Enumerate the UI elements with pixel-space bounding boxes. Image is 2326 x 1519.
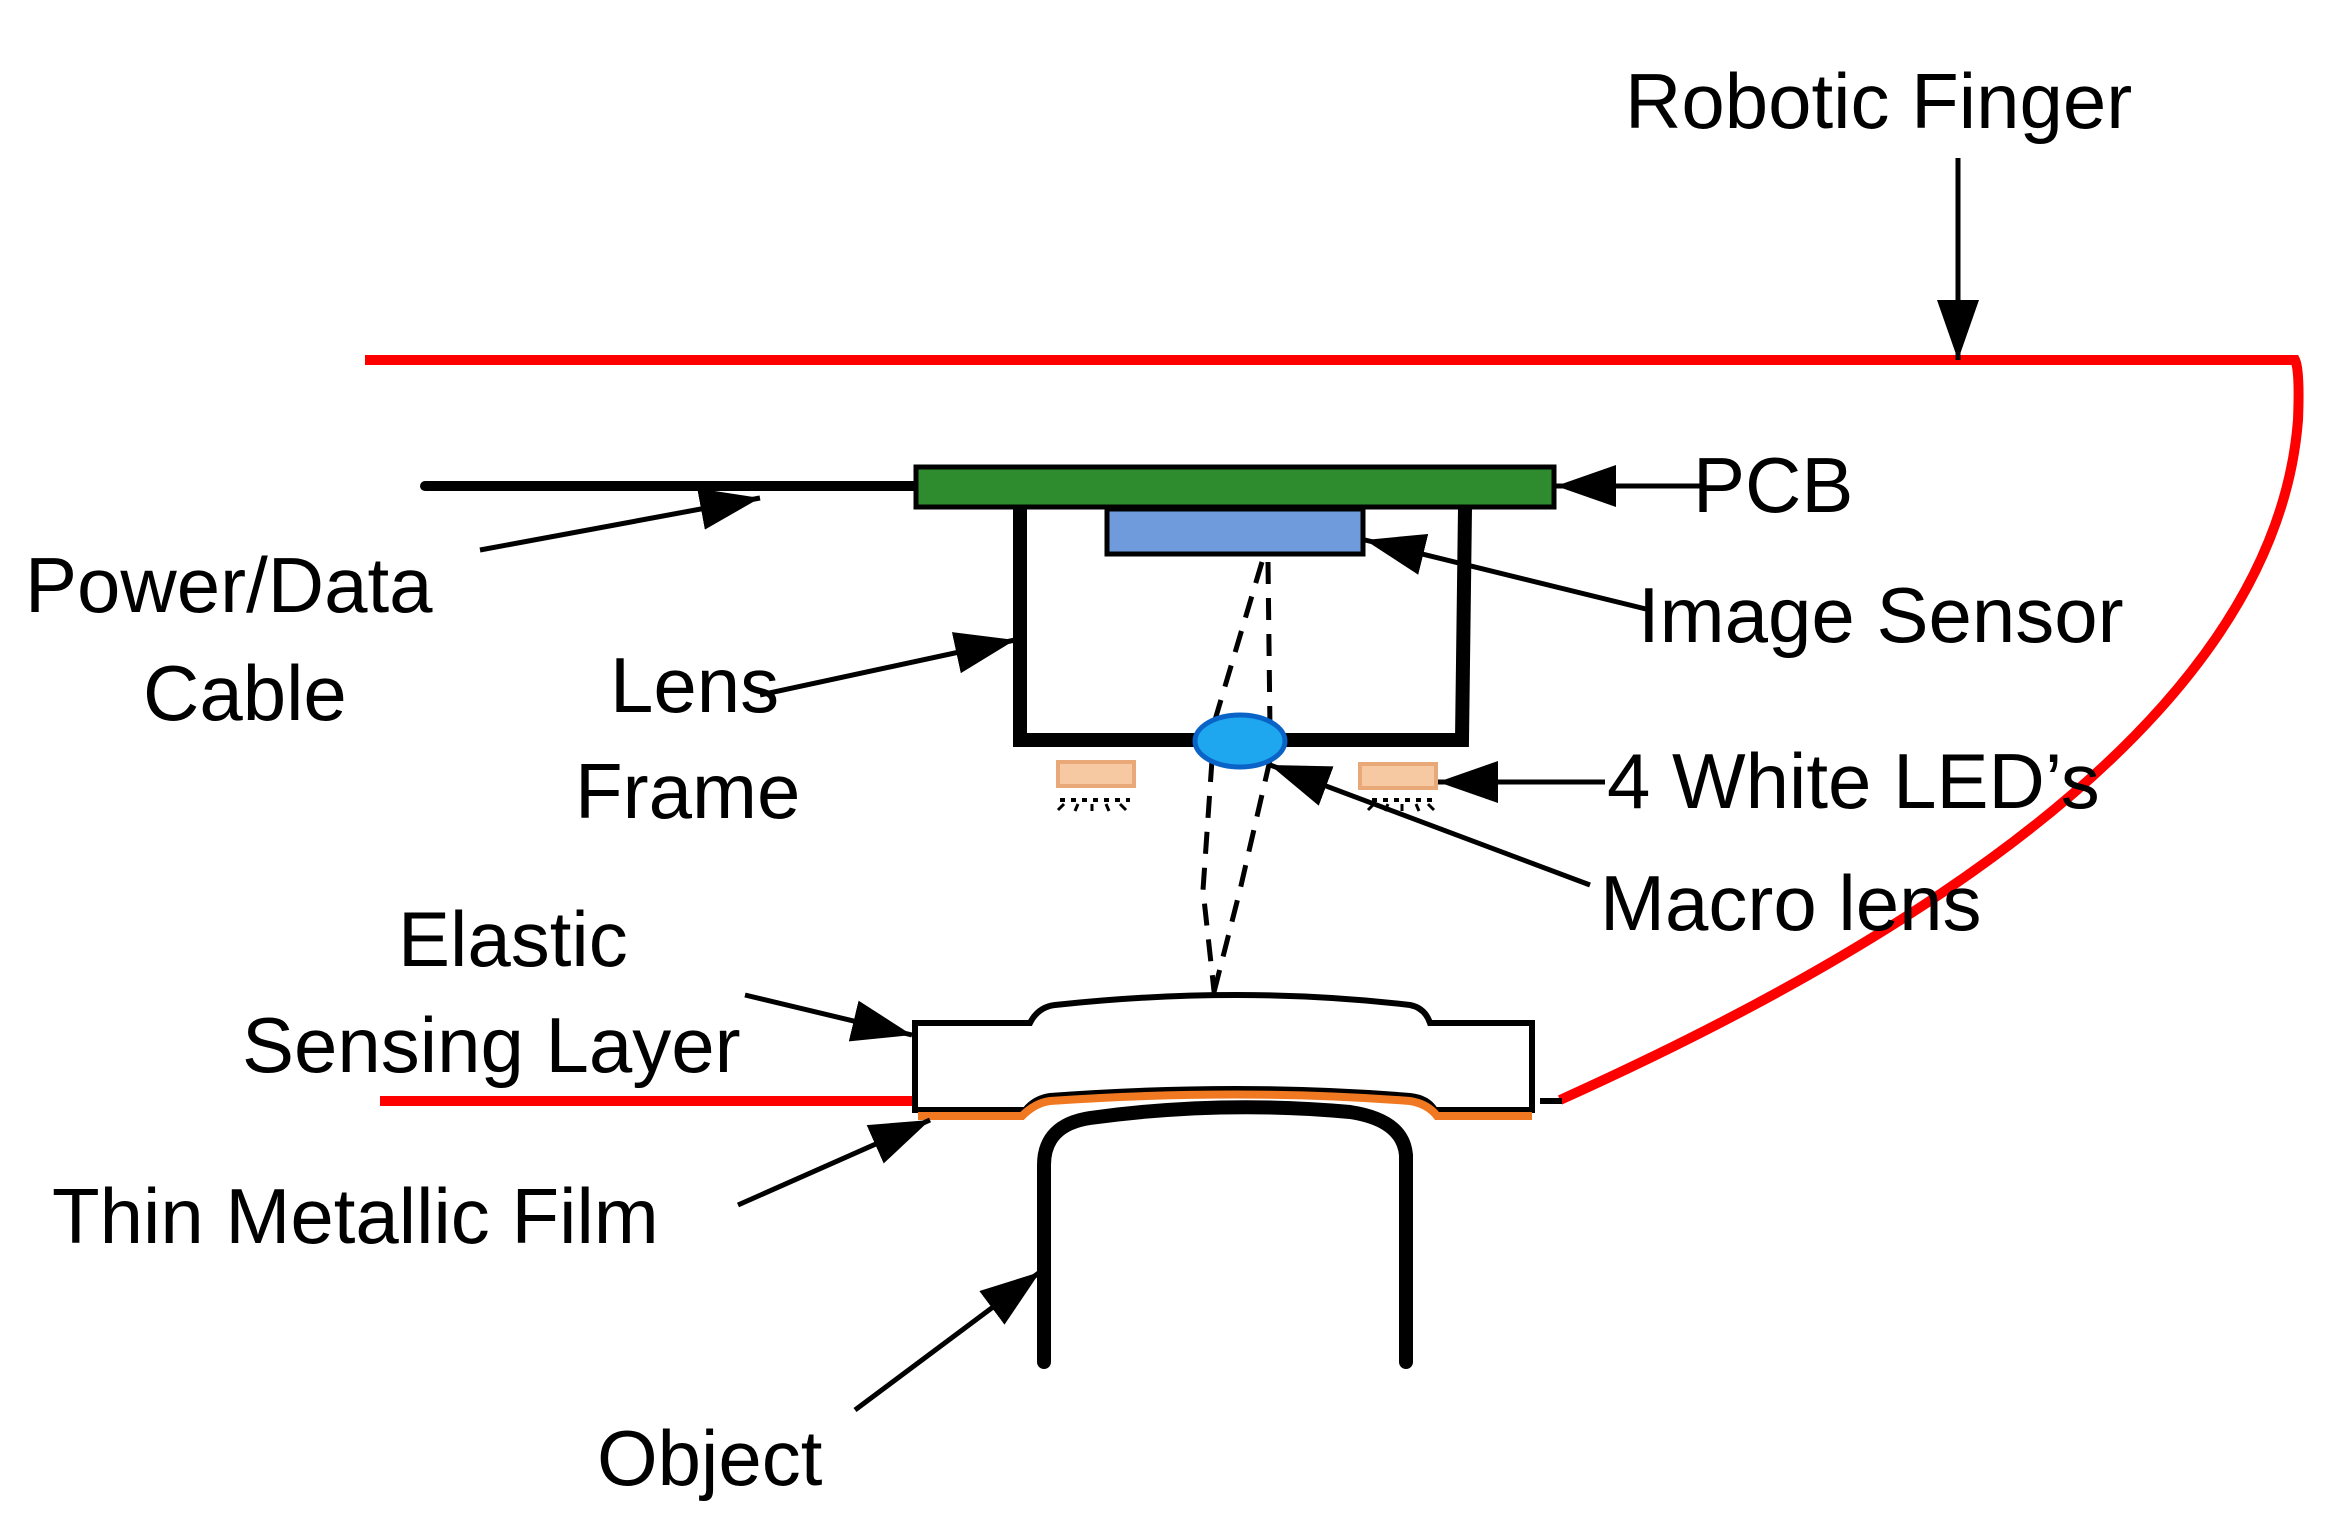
label-power-data-line2: Cable [143, 649, 347, 737]
label-macro-lens: Macro lens [1600, 859, 1981, 947]
left-led [1056, 760, 1136, 812]
elastic-sensing-layer [912, 992, 1535, 1113]
label-white-leds: 4 White LED’s [1607, 737, 2100, 825]
label-lens-frame-line1: Lens [610, 641, 779, 729]
label-elastic-line2: Sensing Layer [242, 1001, 741, 1089]
lens-frame [1013, 507, 1472, 747]
object-arrow [853, 1269, 1042, 1413]
label-elastic-line1: Elastic [398, 895, 628, 983]
image-sensor [1104, 506, 1366, 557]
robotic-finger-outline [365, 355, 2304, 1105]
label-pcb: PCB [1693, 441, 1853, 529]
label-lens-frame-line2: Frame [575, 747, 800, 835]
macro-lens-arrow [1269, 762, 1591, 888]
optical-path [1200, 561, 1273, 1001]
power-cable-arrow [479, 488, 761, 553]
thin-metallic-film [918, 1090, 1532, 1120]
image-sensor-arrow [1364, 533, 1651, 613]
label-power-data-line1: Power/Data [25, 541, 433, 629]
label-thin-metallic-film: Thin Metallic Film [52, 1172, 659, 1260]
lens-frame-arrow [759, 632, 1016, 698]
elastic-layer-arrow [744, 992, 913, 1042]
pcb-board [913, 464, 1557, 510]
label-image-sensor: Image Sensor [1638, 571, 2124, 659]
label-robotic-finger: Robotic Finger [1625, 57, 2132, 145]
macro-lens [1192, 712, 1288, 770]
metallic-film-arrow [736, 1117, 932, 1208]
label-object: Object [597, 1414, 823, 1502]
object [1037, 1100, 1413, 1369]
